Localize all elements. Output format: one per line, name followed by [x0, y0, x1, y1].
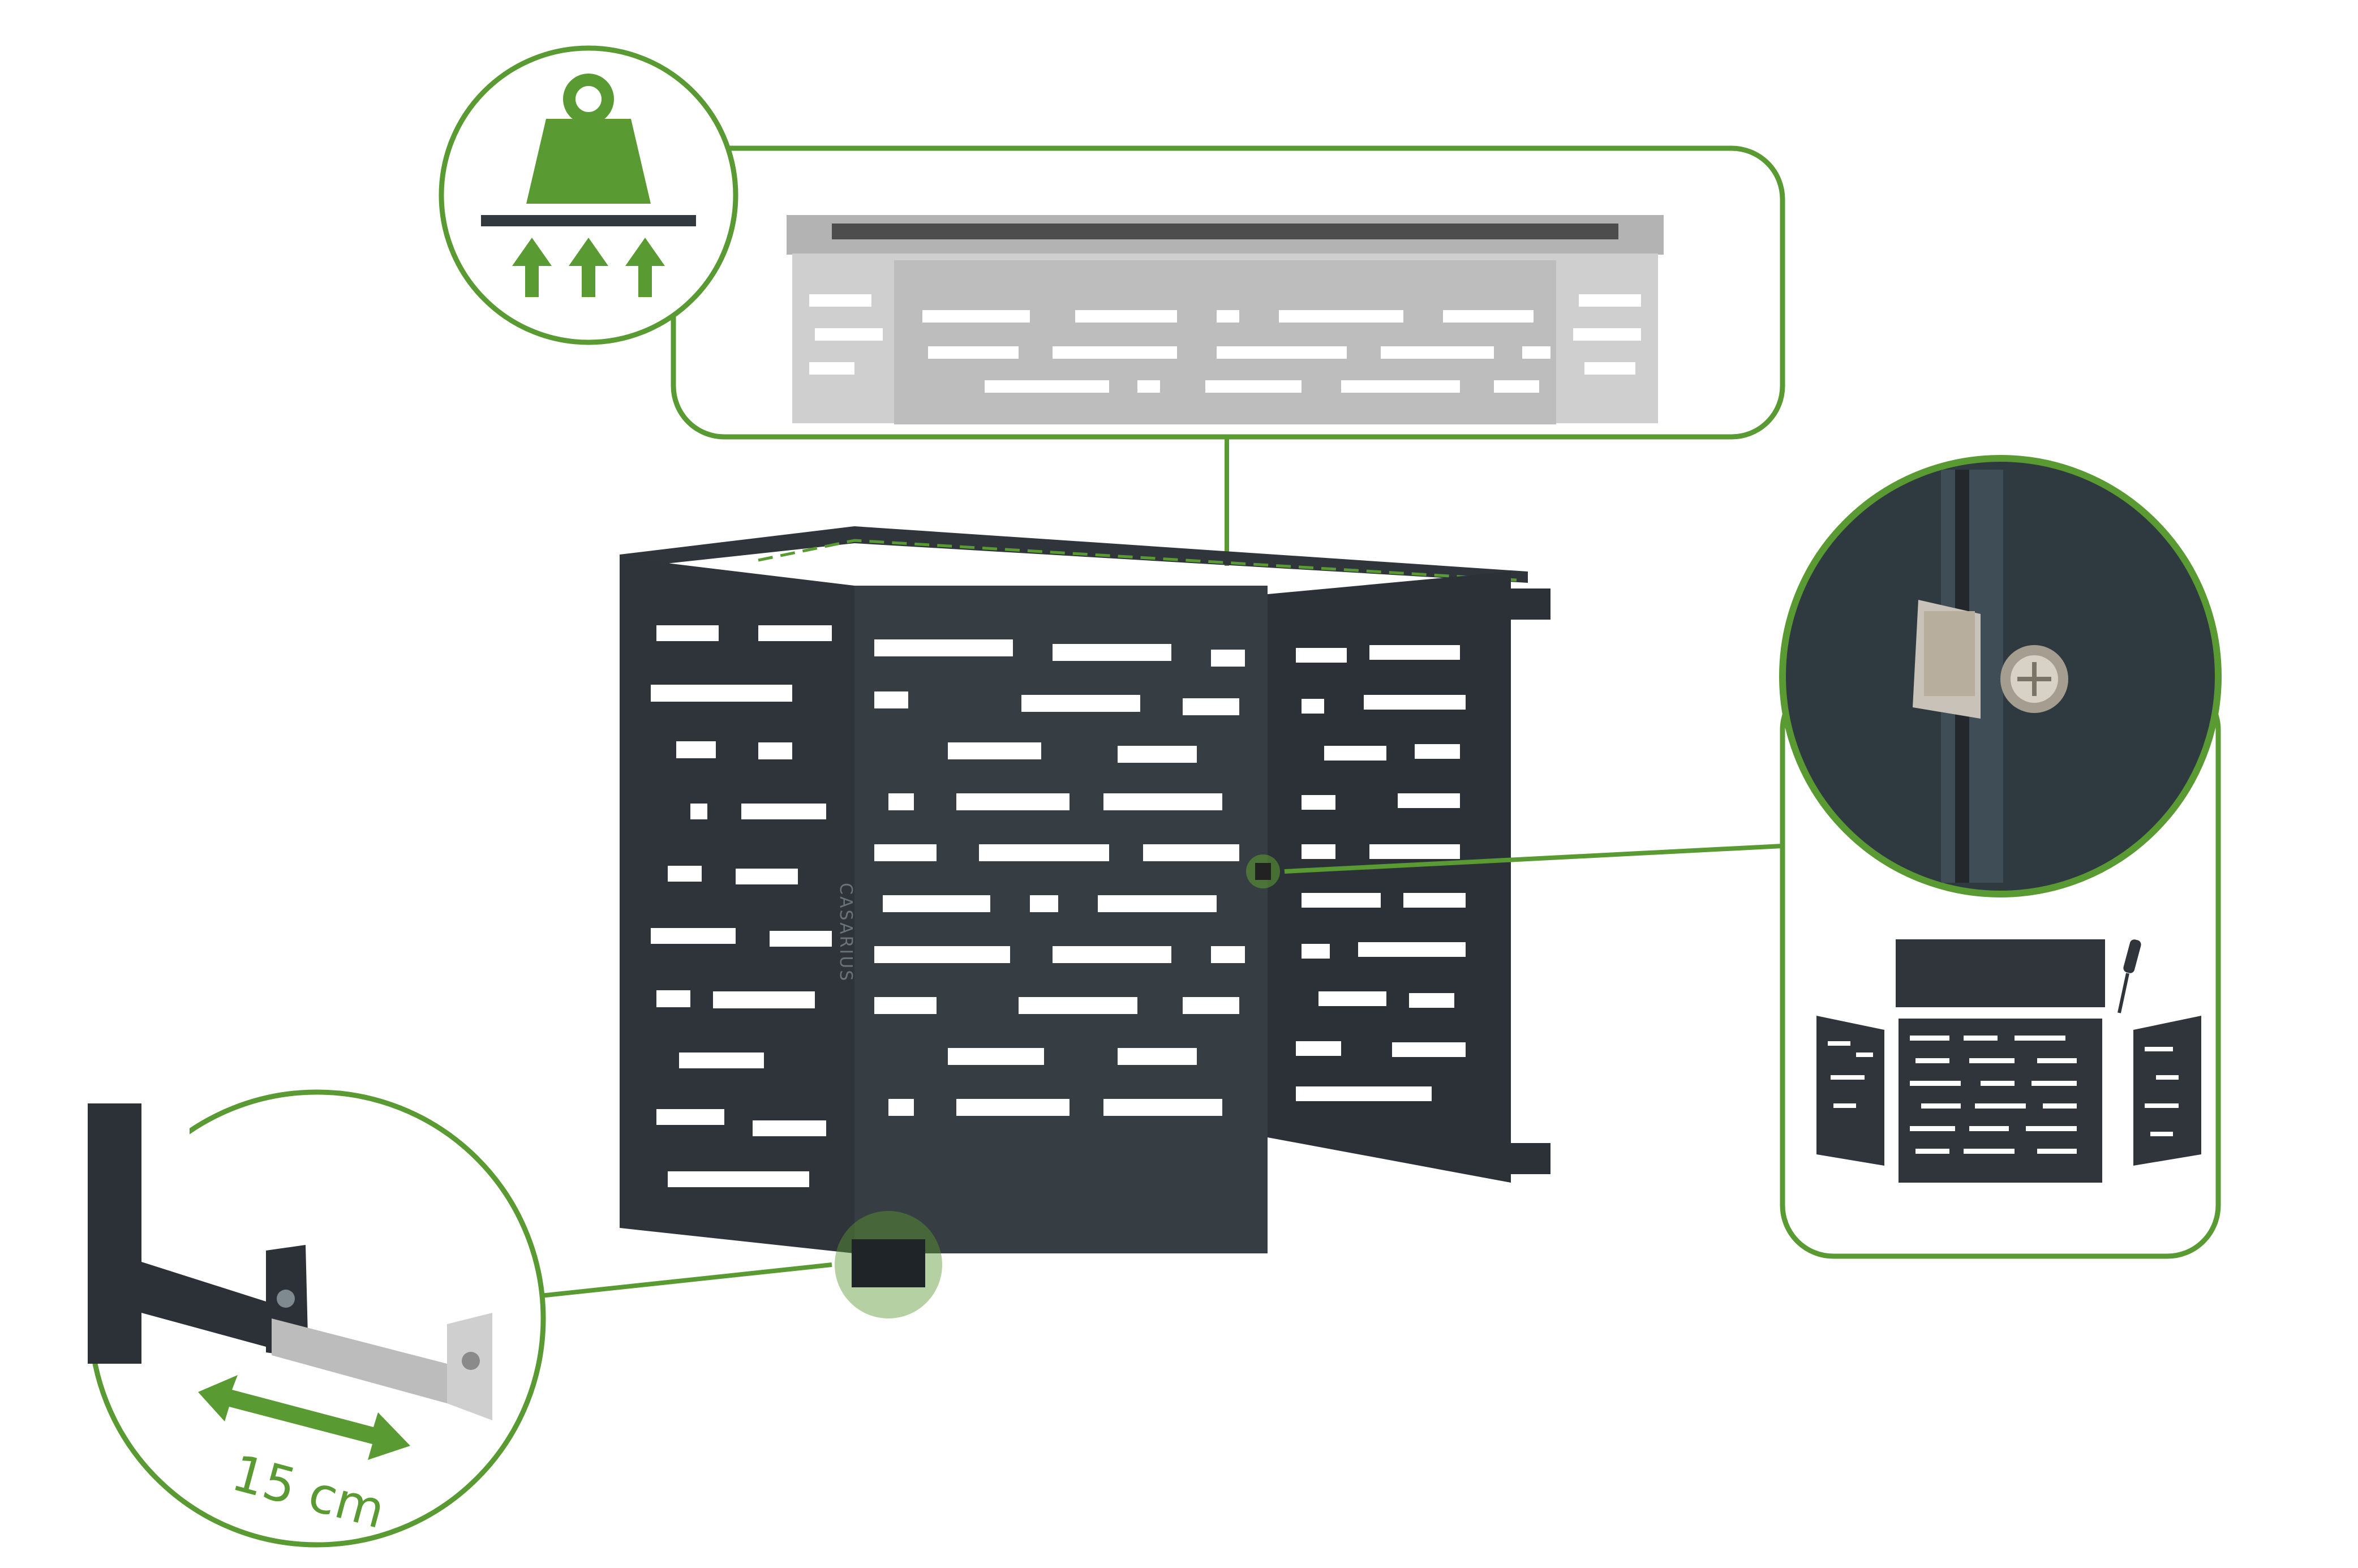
weight-load-icon: [481, 74, 696, 226]
top-lid-preview: [787, 215, 1664, 424]
package-contents: [1816, 939, 2201, 1183]
top-lid-callout: [439, 45, 1785, 566]
left-side-panel: [620, 557, 854, 1253]
bracket-leader: [540, 1262, 832, 1298]
front-panel-slots: [874, 639, 1245, 1116]
clip-detail-callout: [1284, 455, 2222, 1259]
right-side-panel: [1268, 572, 1511, 1183]
screwdriver-icon: [2118, 939, 2141, 1013]
clip-fastener: [1913, 600, 2068, 719]
ac-cover-main: CASARIUS: [620, 526, 1550, 1318]
brand-mark: CASARIUS: [836, 883, 856, 982]
clip-leader: [1284, 844, 1783, 874]
double-arrow-icon: [198, 1375, 410, 1460]
bracket-detail-callout: 15 cm: [88, 1089, 832, 1548]
up-arrows-icon: [512, 238, 665, 297]
front-panel: [854, 586, 1268, 1253]
